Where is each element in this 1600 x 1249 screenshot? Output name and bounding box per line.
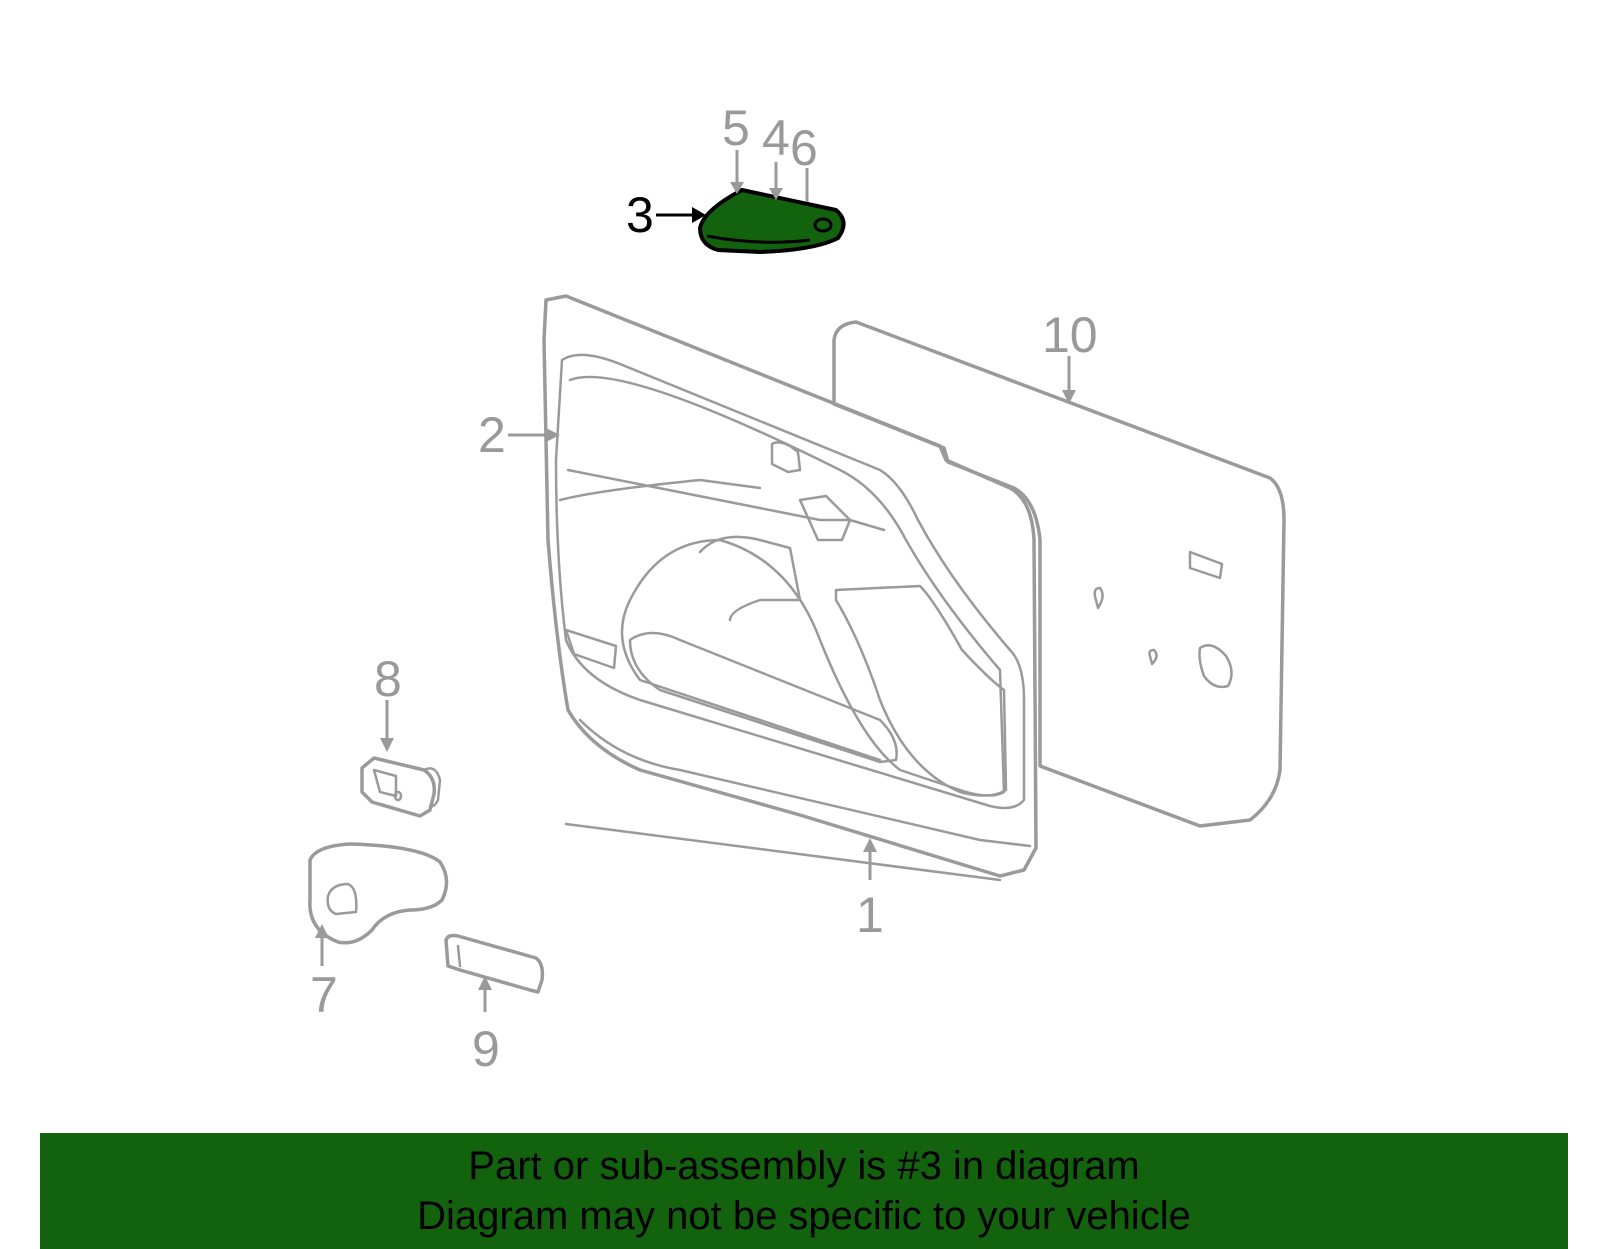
callout-6: 6 — [790, 120, 818, 176]
callout-9: 9 — [472, 1021, 500, 1077]
callout-4: 4 — [762, 110, 790, 166]
banner-line-1: Part or sub-assembly is #3 in diagram — [468, 1144, 1140, 1188]
part-8-lock-bezel[interactable] — [360, 756, 442, 818]
callout-5: 5 — [722, 100, 750, 156]
part-10-water-deflector[interactable] — [832, 320, 1286, 828]
callout-1: 1 — [856, 887, 884, 943]
callout-labels: 5 4 6 3 10 2 8 1 7 9 — [310, 100, 1098, 1077]
callout-7: 7 — [310, 967, 338, 1023]
callout-10: 10 — [1042, 307, 1098, 363]
banner-line-2: Diagram may not be specific to your vehi… — [417, 1194, 1191, 1238]
part-3-screw-hole — [813, 217, 833, 233]
part-3-shape — [697, 187, 846, 255]
part-7-pull-handle[interactable] — [308, 842, 449, 945]
part-3-armrest-cover[interactable] — [697, 187, 846, 255]
part-9-switch-bezel[interactable] — [444, 933, 545, 994]
callout-3: 3 — [626, 187, 654, 243]
part-3-seam — [706, 234, 811, 244]
callout-8: 8 — [374, 651, 402, 707]
callout-2: 2 — [478, 407, 506, 463]
info-banner: Part or sub-assembly is #3 in diagram Di… — [40, 1133, 1568, 1249]
leader-lines — [315, 150, 1076, 1012]
part-1-door-trim-panel[interactable] — [542, 294, 1038, 882]
